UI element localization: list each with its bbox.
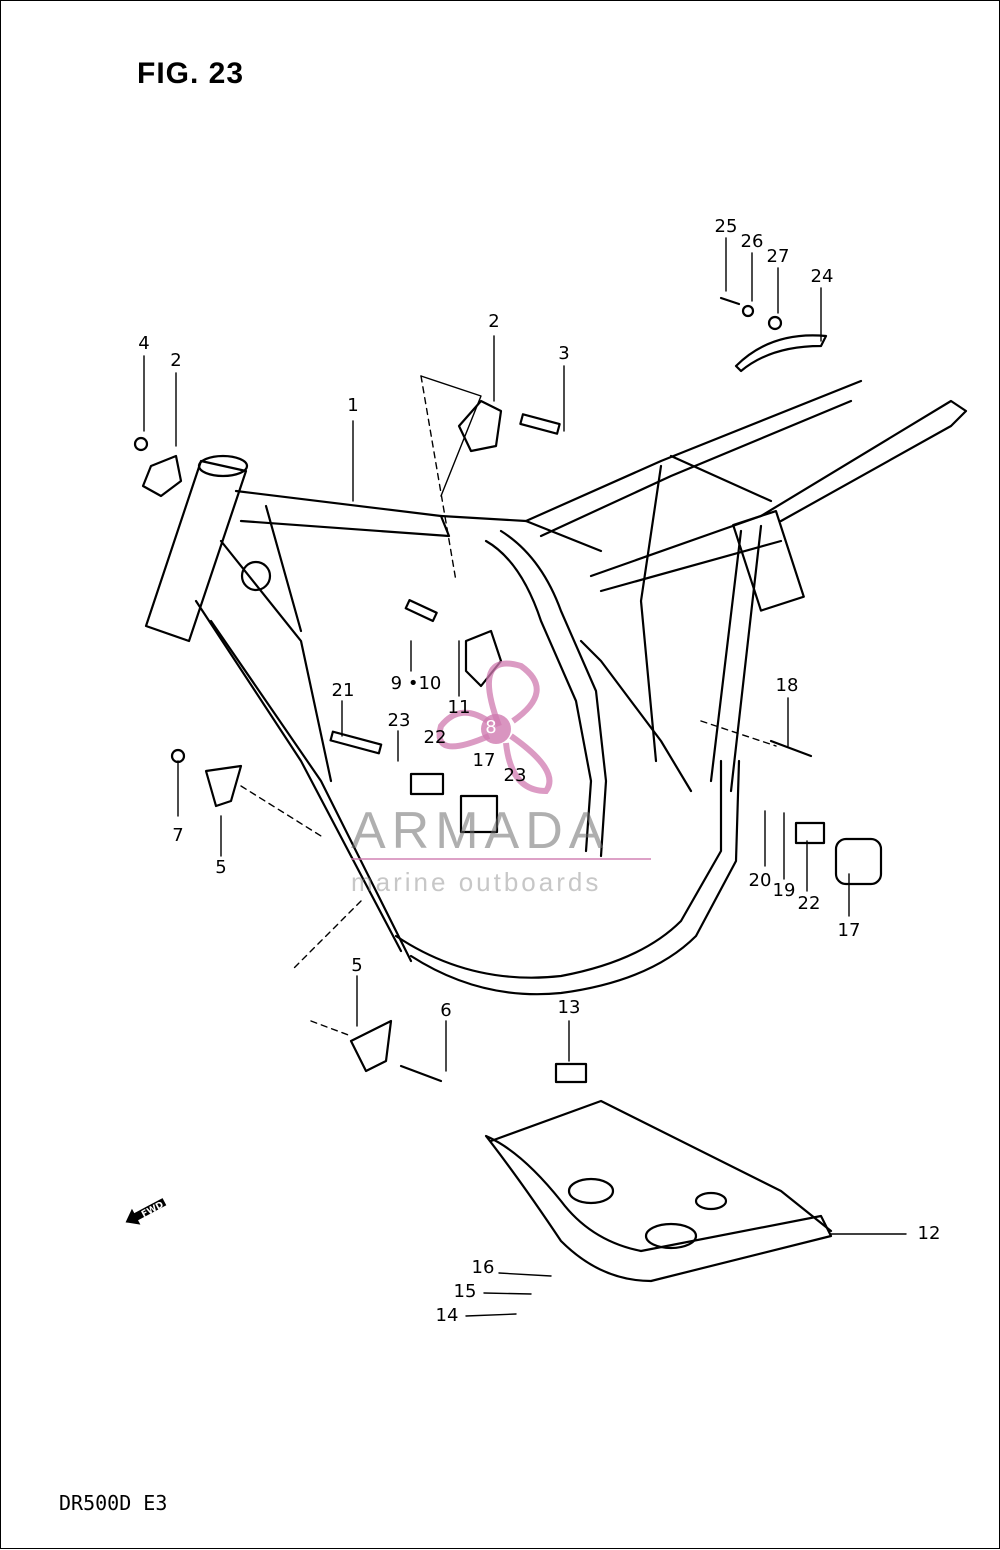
callout-label: 17 xyxy=(837,920,861,941)
callout-label: 2 xyxy=(488,311,500,332)
callout-label: 27 xyxy=(766,246,790,267)
callout-label: 23 xyxy=(503,765,527,786)
callout-label: 11 xyxy=(447,697,471,718)
callout-label: 19 xyxy=(772,880,796,901)
callout-label: 21 xyxy=(331,680,355,701)
callout-label: 5 xyxy=(351,955,363,976)
callout-label: 22 xyxy=(797,893,821,914)
callout-label: 1 xyxy=(347,395,359,416)
callout-label: 12 xyxy=(917,1223,941,1244)
leader-lines xyxy=(143,237,907,1317)
callout-label: 8 xyxy=(485,717,497,738)
callout-label: 13 xyxy=(557,997,581,1018)
figure-title: FIG. 23 xyxy=(137,57,245,90)
watermark-tagline: marine outboards xyxy=(351,867,602,897)
forward-arrow-icon: FWD xyxy=(125,1198,167,1225)
callout-label: 23 xyxy=(387,710,411,731)
down-tube xyxy=(194,539,413,963)
callout-label: 2 xyxy=(170,350,182,371)
skid-plate xyxy=(484,1099,833,1283)
model-code: DR500D E3 xyxy=(59,1491,168,1515)
callout-label: 26 xyxy=(740,231,764,252)
callout-label: 5 xyxy=(215,857,227,878)
callout-label: 17 xyxy=(472,750,496,771)
callout-label: 9 •10 xyxy=(390,673,442,694)
callout-label: 7 xyxy=(172,825,184,846)
callout-label: 6 xyxy=(440,1000,452,1021)
callout-label: 18 xyxy=(775,675,799,696)
small-parts xyxy=(133,296,883,1084)
callout-label: 15 xyxy=(453,1281,477,1302)
callout-label: 14 xyxy=(435,1305,459,1326)
callout-label: 4 xyxy=(138,333,150,354)
watermark-brand: ARMADA xyxy=(351,802,610,860)
callout-label: 3 xyxy=(558,343,570,364)
callout-label: 25 xyxy=(714,216,738,237)
callout-label: 20 xyxy=(748,870,772,891)
cradle-loop xyxy=(394,529,741,996)
callout-label: 24 xyxy=(810,266,834,287)
head-tube xyxy=(144,454,249,643)
callout-label: 16 xyxy=(471,1257,495,1278)
rear-subframe xyxy=(524,379,968,793)
callout-label: 22 xyxy=(423,727,447,748)
